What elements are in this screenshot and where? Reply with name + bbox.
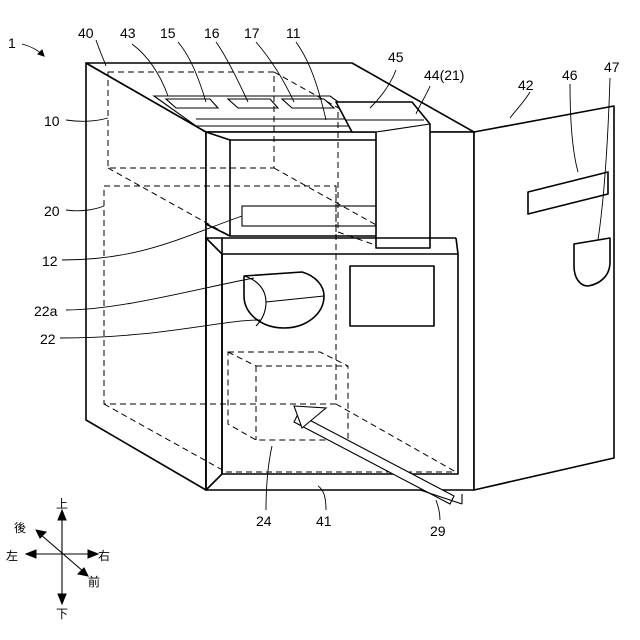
label-17: 17: [244, 25, 260, 41]
door-42[interactable]: [474, 106, 614, 490]
dir-up: 上: [56, 497, 68, 511]
label-16: 16: [204, 25, 220, 41]
direction-indicator: 上 下 左 右 後 前: [6, 497, 110, 621]
label-10: 10: [44, 113, 60, 129]
label-12: 12: [42, 253, 58, 269]
dir-front: 前: [88, 574, 100, 589]
label-fig-1: 1: [8, 35, 16, 51]
label-47: 47: [604, 59, 620, 75]
dir-left: 左: [6, 548, 18, 563]
label-43: 43: [120, 25, 136, 41]
dir-down: 下: [56, 607, 68, 621]
down-arrow-icon: [58, 594, 66, 604]
label-15: 15: [160, 25, 176, 41]
label-29: 29: [430, 523, 446, 539]
back-arrow-icon: [36, 530, 46, 538]
label-22: 22: [40, 331, 56, 347]
label-20: 20: [44, 203, 60, 219]
label-22a: 22a: [34, 303, 58, 319]
component-22: [244, 272, 324, 328]
label-11: 11: [286, 25, 301, 41]
label-44: 44(21): [424, 67, 464, 83]
label-46: 46: [562, 67, 578, 83]
label-45: 45: [388, 49, 404, 65]
label-41: 41: [316, 513, 332, 529]
casing-left-face: [86, 63, 206, 490]
front-arrow-icon: [78, 568, 88, 576]
label-40: 40: [78, 25, 94, 41]
label-24: 24: [256, 513, 272, 529]
dir-back: 後: [14, 521, 26, 535]
left-arrow-icon: [26, 550, 36, 558]
up-arrow-icon: [58, 510, 66, 520]
right-arrow-icon: [88, 550, 98, 558]
dir-right: 右: [98, 548, 110, 563]
label-42: 42: [518, 77, 534, 93]
